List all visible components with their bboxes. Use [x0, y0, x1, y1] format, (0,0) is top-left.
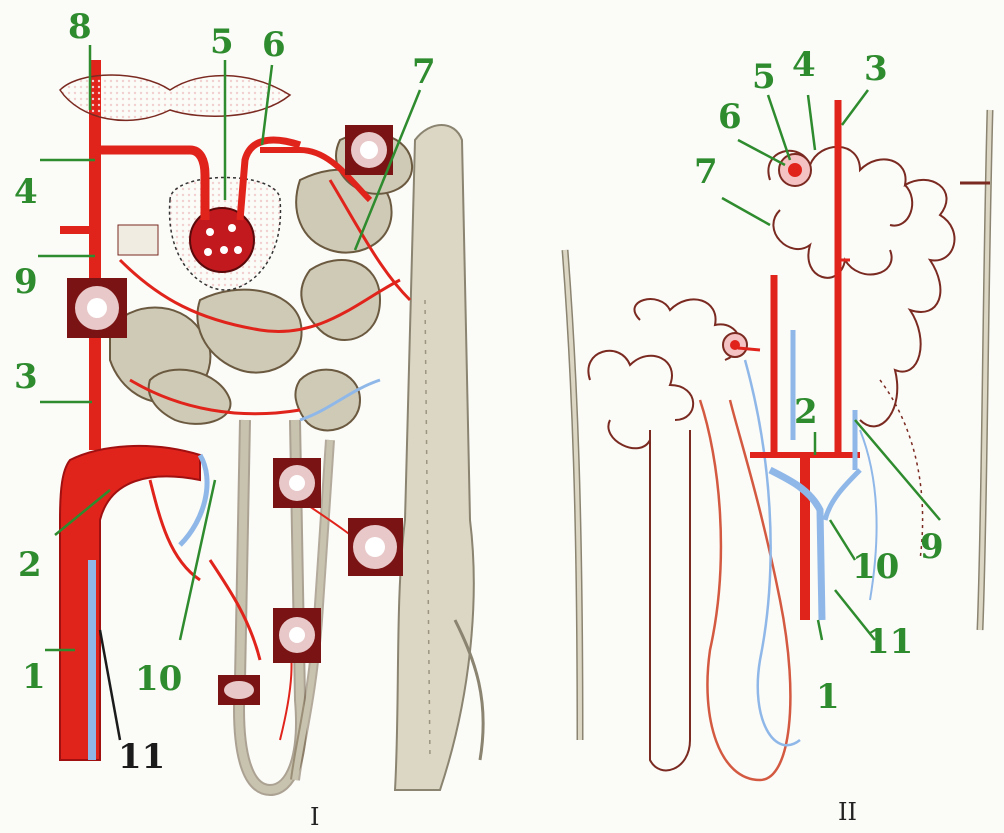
- callout-6-panel-1: 6: [262, 28, 286, 62]
- callout-10-panel-2: 10: [852, 550, 899, 584]
- callout-3-panel-1: 3: [14, 360, 38, 394]
- arcuate-artery-1: [60, 446, 200, 760]
- panel-1-label: I: [310, 805, 319, 829]
- callout-4-panel-2: 4: [792, 48, 816, 82]
- callout-5-panel-1: 5: [210, 25, 234, 59]
- callout-9-panel-2: 9: [920, 530, 944, 564]
- callout-8-panel-1: 8: [68, 10, 92, 44]
- callout-9-panel-1: 9: [14, 265, 38, 299]
- panel-1-drawing: [38, 45, 483, 790]
- callout-lines-2: [722, 90, 940, 640]
- callout-1-panel-2: 1: [816, 680, 840, 714]
- vessels-2: [738, 100, 990, 620]
- callout-2-panel-2: 2: [794, 395, 818, 429]
- glomerulus-2: [723, 154, 811, 357]
- callout-4-panel-1: 4: [14, 175, 38, 209]
- panel-2-drawing: [565, 90, 990, 780]
- callout-2-panel-1: 2: [18, 548, 42, 582]
- callout-7-panel-2: 7: [694, 155, 718, 189]
- callout-7-panel-1: 7: [412, 55, 436, 89]
- callout-1-panel-1: 1: [22, 660, 46, 694]
- collecting-duct-1: [395, 125, 474, 790]
- callout-6-panel-2: 6: [718, 100, 742, 134]
- callout-5-panel-2: 5: [752, 60, 776, 94]
- callout-10-panel-1: 10: [135, 662, 182, 696]
- panel-2-label: II: [838, 800, 857, 824]
- callout-3-panel-2: 3: [864, 52, 888, 86]
- callout-11-panel-2: 11: [866, 625, 913, 659]
- callout-11-panel-1: 11: [118, 740, 165, 774]
